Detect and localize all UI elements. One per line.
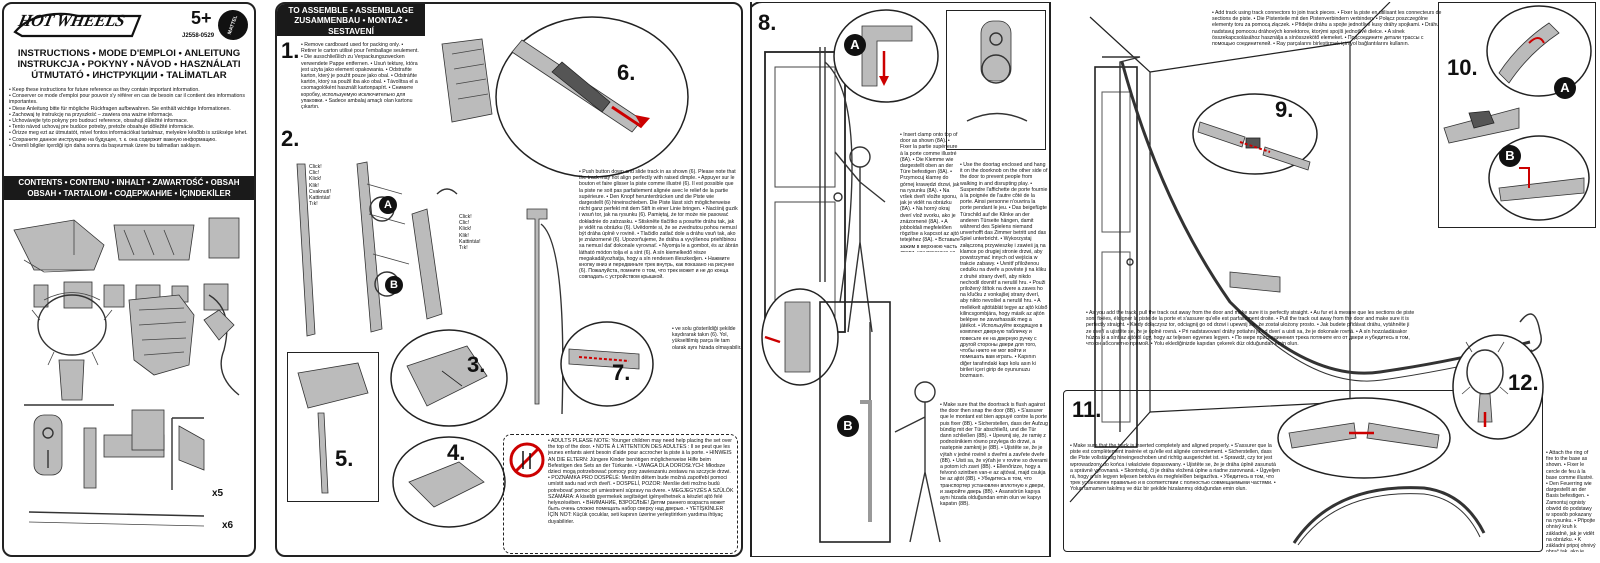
note-line: • Önemli bilgiler içerdiği için daha son… (9, 142, 202, 149)
step-8a-detail (833, 9, 939, 103)
step-3-illustration (390, 329, 508, 427)
callout-10a: A (1554, 77, 1576, 99)
adult-warning-box: • ADULTS PLEASE NOTE: Younger children m… (503, 434, 738, 554)
callout-a: A (379, 196, 397, 214)
title-line: ÚTMUTATÓ • ИНСТРУКЦИИ • TALİMATLAR (31, 70, 227, 81)
doortag-text: • Use the doortag enclosed and hang it o… (960, 162, 1048, 379)
step-7-illustration (560, 321, 654, 407)
product-code: J2558-0529 (182, 33, 215, 39)
assemble-heading: TO ASSEMBLE • ASSEMBLAGE ZUSAMMENBAU • M… (277, 4, 425, 56)
step-11-illustration (1277, 397, 1486, 546)
age-label: 5+ (191, 8, 212, 28)
click-word: Klik! (459, 232, 469, 239)
note-line: • Keep these instructions for future ref… (9, 87, 200, 93)
step-4-number: 4. (447, 440, 466, 465)
note-line: • Сохраните данное инструкцию на будущее… (9, 136, 217, 143)
parts-illustration (13, 217, 240, 527)
title-line: INSTRUKCJA • POKYNY • NÁVOD • HASZNÁLATI (17, 59, 241, 70)
doortag-illustration (966, 20, 1028, 122)
flame-logo-icon (13, 12, 142, 38)
room-illustration (1069, 2, 1542, 503)
step-8-number: 8. (758, 10, 777, 35)
step-9-number: 9. (1275, 97, 1294, 122)
step-7-number: 7. (612, 360, 631, 385)
step-2-illustration (296, 161, 458, 337)
title-line: INSTRUCTIONS • MODE D'EMPLOI • ANLEITUNG (17, 48, 241, 59)
step-11b-text: • Make sure that the track is inserted c… (1070, 443, 1280, 493)
note-line: • Őrizze meg ezt az útmutatót, mivel fon… (9, 130, 248, 137)
step-8a-text: • Insert clamp onto top of door as shown… (900, 132, 960, 252)
instructions-title: INSTRUCTIONS • MODE D'EMPLOI • ANLEITUNG… (4, 48, 254, 81)
doortag-panel (946, 10, 1046, 150)
contents-panel: HOT WHEELS 5+ MATTEL J2558-0529 INSTRUCT… (2, 2, 256, 557)
step-1-number: 1. (281, 38, 300, 63)
click-words: Click! Clic! Klick! Klik! Cvaknutí! Katt… (309, 164, 339, 207)
step-8b-illustration (761, 288, 941, 543)
click-word: Cvaknutí! (309, 188, 331, 195)
step-1-illustration (441, 38, 493, 123)
step-4-illustration (392, 436, 506, 528)
panel-dividers (750, 2, 1051, 557)
step-10-frame: 10. A B (1438, 2, 1596, 228)
step-5-frame (287, 352, 379, 502)
callout-10b: B (1499, 145, 1521, 167)
note-line: • Uchovávejte tyto pokyny pro budoucí re… (9, 118, 189, 125)
keep-instructions-notes: • Keep these instructions for future ref… (9, 87, 251, 149)
step-8b-text: • Make sure that the doortrack is flush … (940, 402, 1048, 508)
click-word: Klick! (309, 176, 322, 183)
click-word: Tık! (309, 201, 318, 208)
assemble-heading-line: ZUSAMMENBAU • MONTAŻ • SESTAVENÍ (294, 15, 408, 36)
note-line: • Conserver ce mode d'emploi pour pouvoi… (9, 93, 245, 106)
step-6-text: • Push button down and slide track in as… (579, 169, 739, 281)
step-10-illustration (1443, 5, 1592, 221)
contents-heading-line: CONTENTS • CONTENU • INHALT • ZAWARTOŚĆ … (18, 178, 240, 187)
step-3-number: 3. (467, 352, 486, 377)
step-12-text: • Attach the ring of fire to the base as… (1546, 450, 1596, 552)
click-word: Click! (459, 214, 472, 220)
note-line: • Diese Anleitung bitte für mögliche Rüc… (9, 105, 231, 112)
click-word: Clic! (459, 220, 470, 227)
step-2-number: 2. (281, 126, 300, 151)
callout-8b: B (837, 415, 859, 437)
step-5-illustration (297, 362, 369, 494)
callout-b: B (385, 276, 403, 294)
assemble-heading-line: TO ASSEMBLE • ASSEMBLAGE (288, 5, 414, 15)
no-climbing-icon (509, 442, 545, 478)
step-7-text: • ve solu gösterildiği şekilde kaydırara… (672, 326, 742, 351)
mattel-logo: MATTEL (213, 5, 253, 45)
adult-warning-text: • ADULTS PLEASE NOTE: Younger children m… (548, 438, 734, 525)
step-11-text: • As you add the track, pull the track o… (1086, 310, 1415, 348)
track-quantity: x5 (212, 488, 224, 499)
click-words-2: Click! Clic! Klick! Klik! Kattintás! Tık… (459, 214, 489, 251)
assembly-panel: TO ASSEMBLE • ASSEMBLAGE ZUSAMMENBAU • M… (275, 2, 743, 557)
callout-8a: A (844, 34, 866, 56)
note-line: • Zachowaj tę instrukcję na przyszłość –… (9, 111, 174, 118)
connector-quantity: x6 (222, 520, 234, 531)
step-10-text: • Add track using track connectors to jo… (1212, 10, 1442, 48)
click-word: Click! (309, 164, 322, 170)
click-word: Clic! (309, 170, 320, 177)
step-6-illustration (495, 16, 689, 178)
step-9-illustration (1192, 93, 1318, 175)
child-figure (834, 146, 886, 333)
step-11-frame: 11. • Make sure that the track is insert… (1063, 390, 1543, 552)
click-word: Klik! (309, 182, 319, 189)
click-word: Tık! (459, 245, 468, 252)
step-5-number: 5. (335, 446, 354, 471)
contents-heading-line: OBSAH • TARTALOM • СОДЕРЖАНИЕ • İÇINDEKİ… (27, 189, 231, 198)
click-word: Kattintás! (459, 238, 481, 245)
step-12-number: 12. (1508, 370, 1539, 395)
contents-heading: CONTENTS • CONTENU • INHALT • ZAWARTOŚĆ … (4, 176, 254, 200)
note-line: • Tento návod uchovaj pre budúce potreby… (9, 124, 195, 131)
step-10-number: 10. (1447, 55, 1478, 80)
click-word: Klick! (459, 226, 472, 233)
installation-panel: 8. A • Insert (750, 2, 1596, 557)
assemble-heading-line: MONTÁŽ • ÖSSZEÁLLÍTÁS • СБОРКА • MONTAJ (295, 35, 407, 57)
step-12-illustration (1452, 334, 1544, 440)
step-6-number: 6. (617, 60, 636, 85)
step-11-number: 11. (1072, 397, 1102, 422)
click-word: Kattintás! (309, 195, 331, 202)
step-1-text: • Remove cardboard used for packing only… (301, 42, 419, 111)
